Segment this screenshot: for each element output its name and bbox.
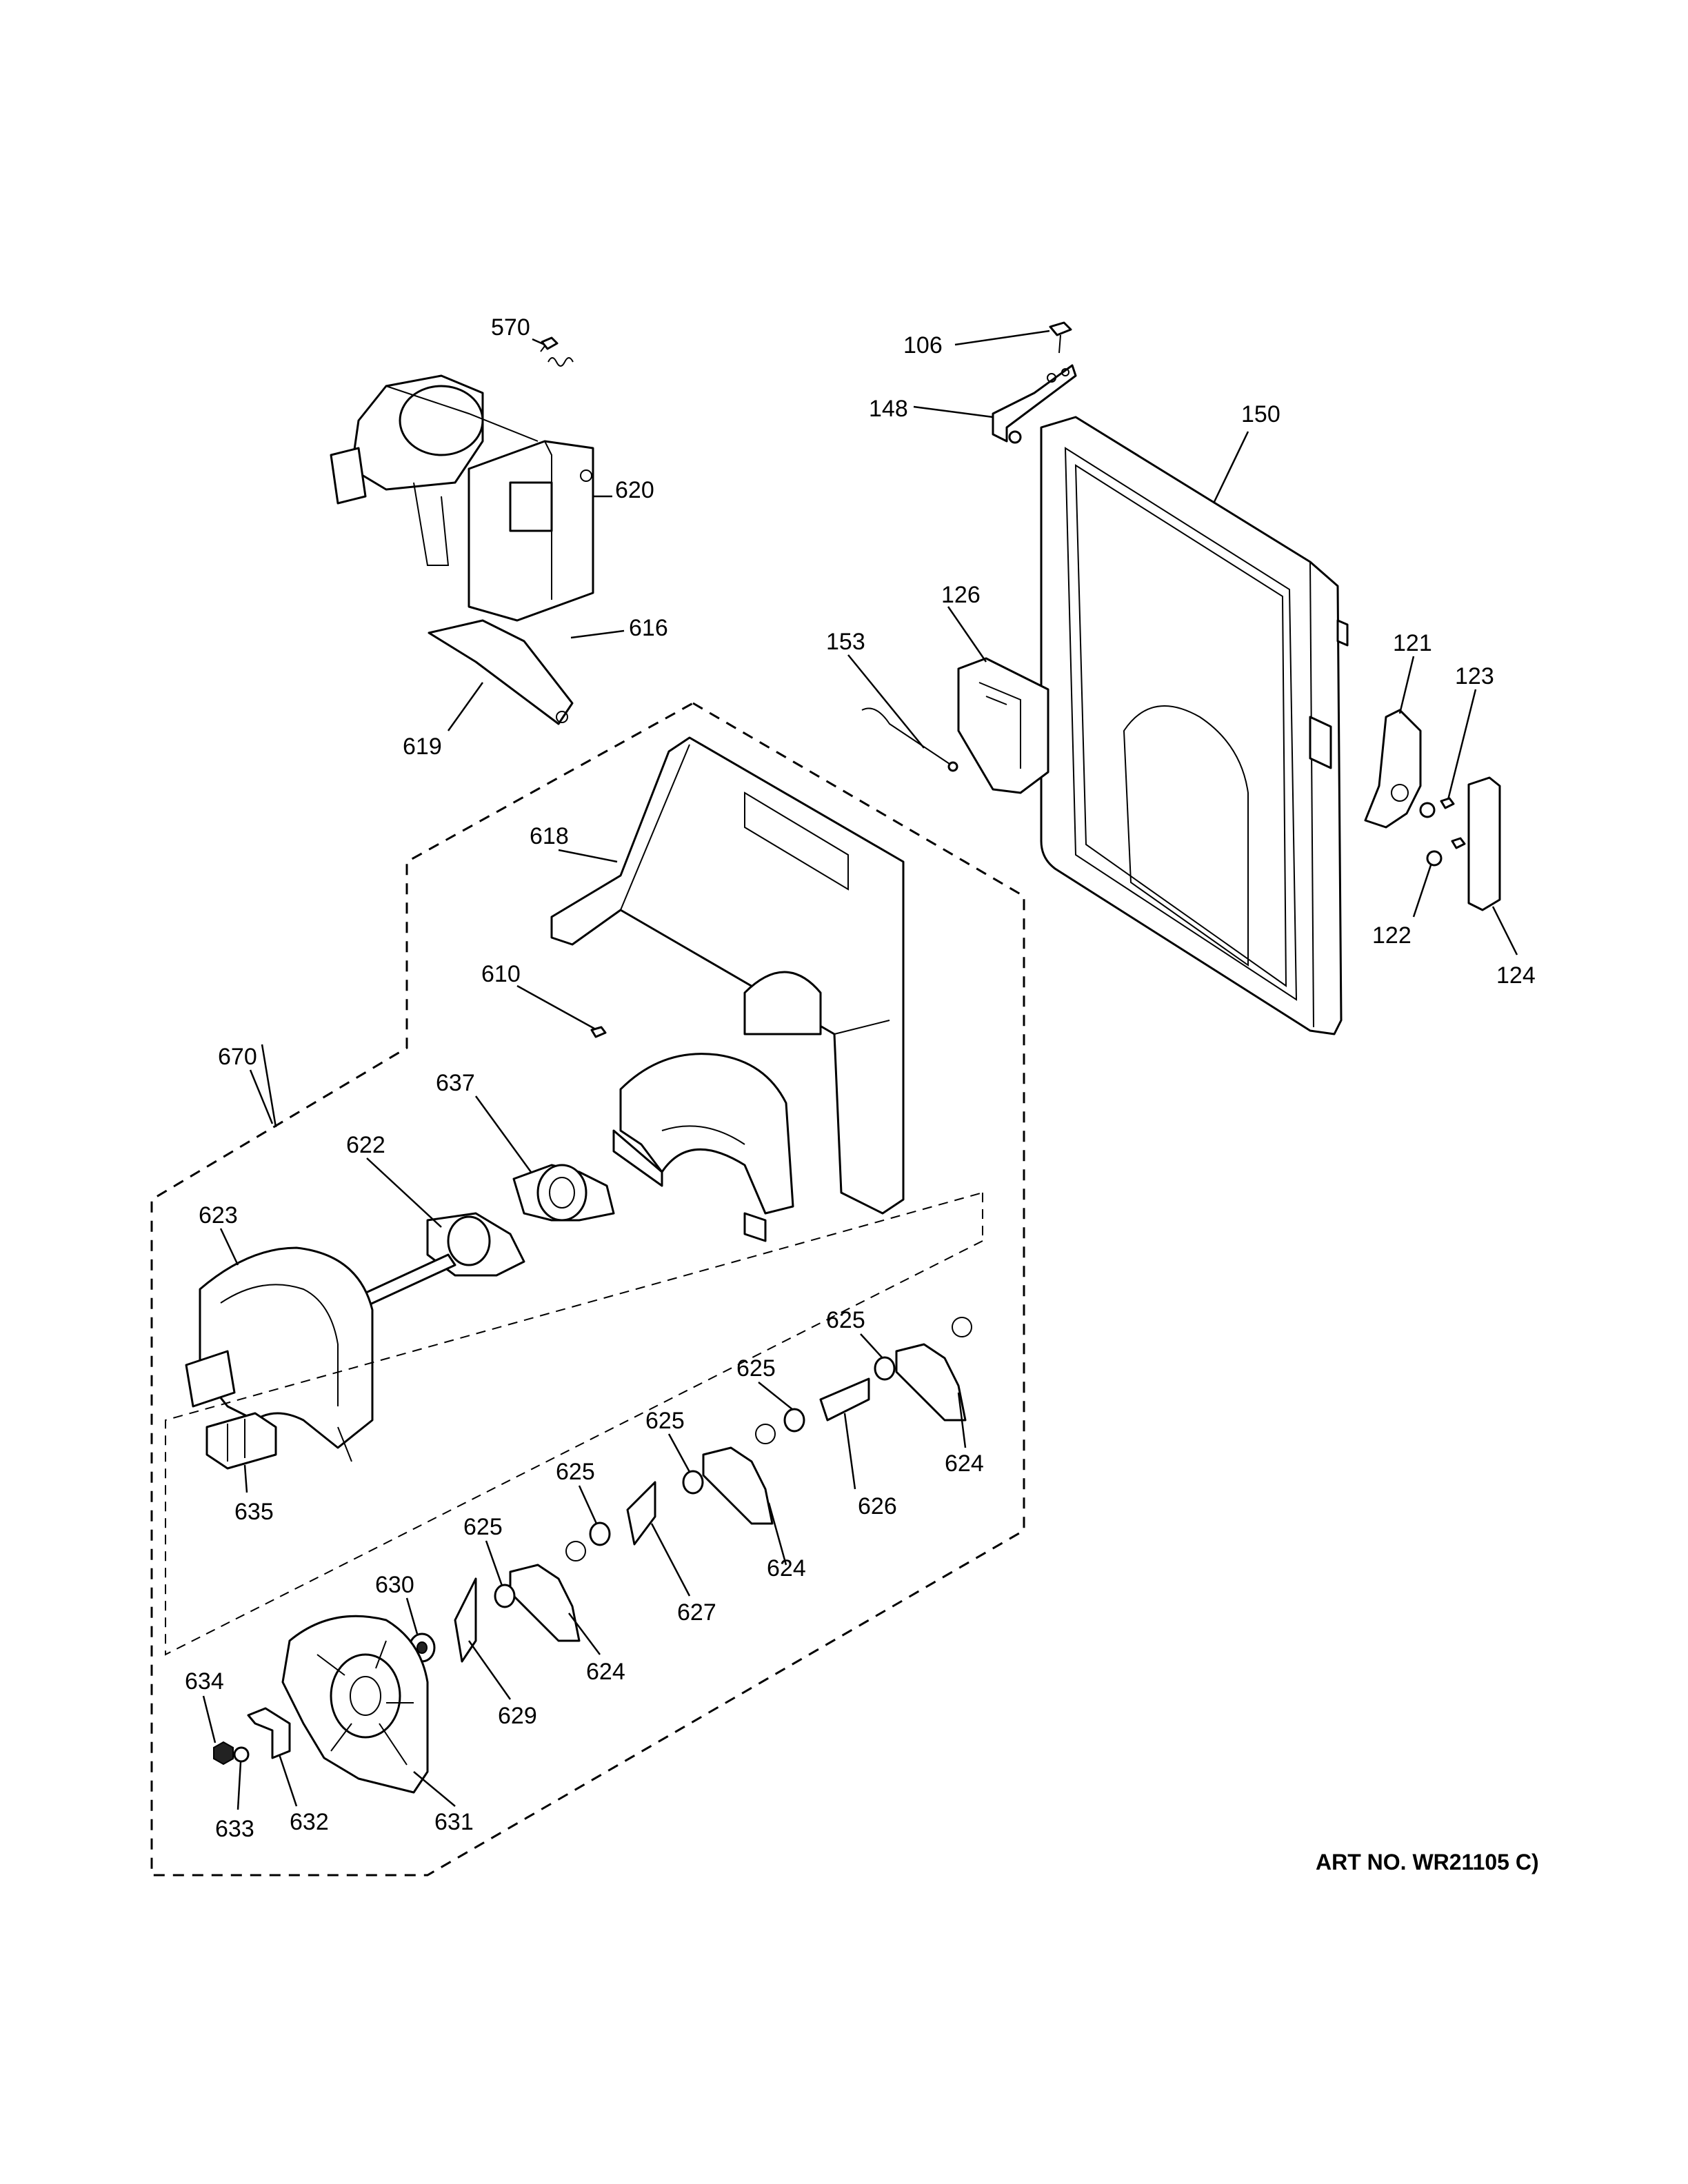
part-629-blade[interactable] xyxy=(454,1577,477,1663)
part-153-rod[interactable] xyxy=(861,707,958,772)
leader-lines xyxy=(202,330,1518,1810)
callout-148: 148 xyxy=(869,396,908,422)
callout-620: 620 xyxy=(615,477,654,503)
callout-610: 610 xyxy=(481,961,521,987)
part-625-spacer-b[interactable] xyxy=(783,1408,805,1433)
part-610-screw[interactable] xyxy=(590,1026,607,1038)
part-625-spacer-e[interactable] xyxy=(494,1584,516,1608)
part-632-clip[interactable] xyxy=(247,1707,291,1759)
part-126-duct[interactable] xyxy=(957,657,1049,794)
callout-106: 106 xyxy=(903,332,943,358)
part-627-blade[interactable] xyxy=(626,1481,656,1546)
callout-623: 623 xyxy=(199,1202,238,1228)
sub-assembly-boundary xyxy=(165,1192,983,1656)
callout-630: 630 xyxy=(375,1572,414,1598)
part-570-screw[interactable] xyxy=(540,336,559,352)
part-618-ice-bin[interactable] xyxy=(550,736,905,1215)
part-122-washer[interactable] xyxy=(1419,802,1443,867)
callout-150: 150 xyxy=(1241,401,1280,427)
part-150-dispenser-door[interactable] xyxy=(1040,416,1349,1035)
callout-124: 124 xyxy=(1496,962,1536,989)
callout-622: 622 xyxy=(346,1132,385,1158)
callout-635: 635 xyxy=(234,1499,274,1525)
callout-616: 616 xyxy=(629,615,668,641)
part-634-nut[interactable] xyxy=(213,1741,234,1766)
callout-626: 626 xyxy=(858,1493,897,1519)
callout-625-b: 625 xyxy=(556,1459,595,1485)
callout-634: 634 xyxy=(185,1668,224,1695)
part-624-blade-a[interactable] xyxy=(895,1317,972,1422)
callout-624-b: 624 xyxy=(767,1555,806,1581)
callout-625-d: 625 xyxy=(736,1355,776,1382)
part-106-screw[interactable] xyxy=(1049,321,1072,354)
callout-122: 122 xyxy=(1372,922,1411,949)
callout-632: 632 xyxy=(290,1809,329,1835)
part-121-lever[interactable] xyxy=(1364,709,1422,829)
part-626-blade[interactable] xyxy=(819,1377,870,1422)
callout-123: 123 xyxy=(1455,663,1494,689)
part-625-spacer-d[interactable] xyxy=(589,1521,611,1546)
art-number: ART NO. WR21105 C) xyxy=(1316,1850,1539,1874)
callout-625-e: 625 xyxy=(826,1307,865,1333)
callout-670: 670 xyxy=(218,1044,257,1070)
callout-625-c: 625 xyxy=(645,1408,685,1434)
part-616-spring[interactable] xyxy=(547,357,574,367)
callout-625-a: 625 xyxy=(463,1514,503,1540)
callout-624-a: 624 xyxy=(945,1450,984,1477)
callout-624-c: 624 xyxy=(586,1659,625,1685)
callout-570: 570 xyxy=(491,314,530,341)
callout-618: 618 xyxy=(530,823,569,849)
part-624-blade-b[interactable] xyxy=(702,1424,776,1525)
part-618-auger-housing[interactable] xyxy=(612,971,822,1242)
part-148-hinge-bracket[interactable] xyxy=(992,364,1077,444)
part-624-blade-c[interactable] xyxy=(509,1541,586,1642)
part-623-auger-housing[interactable] xyxy=(185,1246,374,1462)
part-637-agitator[interactable] xyxy=(512,1164,615,1222)
callout-637: 637 xyxy=(436,1070,475,1096)
part-622-auger[interactable] xyxy=(357,1212,525,1308)
part-124-handle[interactable] xyxy=(1467,776,1501,911)
part-619-flap[interactable] xyxy=(428,619,574,725)
part-635-block[interactable] xyxy=(205,1412,277,1470)
part-123-screw[interactable] xyxy=(1440,797,1466,849)
callout-126: 126 xyxy=(941,582,981,608)
callout-627: 627 xyxy=(677,1599,716,1626)
callout-153: 153 xyxy=(826,629,865,655)
part-631-front-cover[interactable] xyxy=(281,1615,429,1794)
callout-121: 121 xyxy=(1393,630,1432,656)
part-633-washer[interactable] xyxy=(233,1746,250,1763)
callout-619: 619 xyxy=(403,734,442,760)
part-620-motor-assembly[interactable] xyxy=(330,374,594,622)
callout-629: 629 xyxy=(498,1703,537,1729)
assembly-670-boundary xyxy=(150,702,1025,1877)
callout-633: 633 xyxy=(215,1816,254,1842)
callout-631: 631 xyxy=(434,1809,474,1835)
callout-labels: 570 620 616 619 106 148 150 126 153 121 … xyxy=(185,314,1536,1842)
part-625-spacer-c[interactable] xyxy=(682,1470,704,1495)
part-625-spacer-a[interactable] xyxy=(874,1356,896,1381)
